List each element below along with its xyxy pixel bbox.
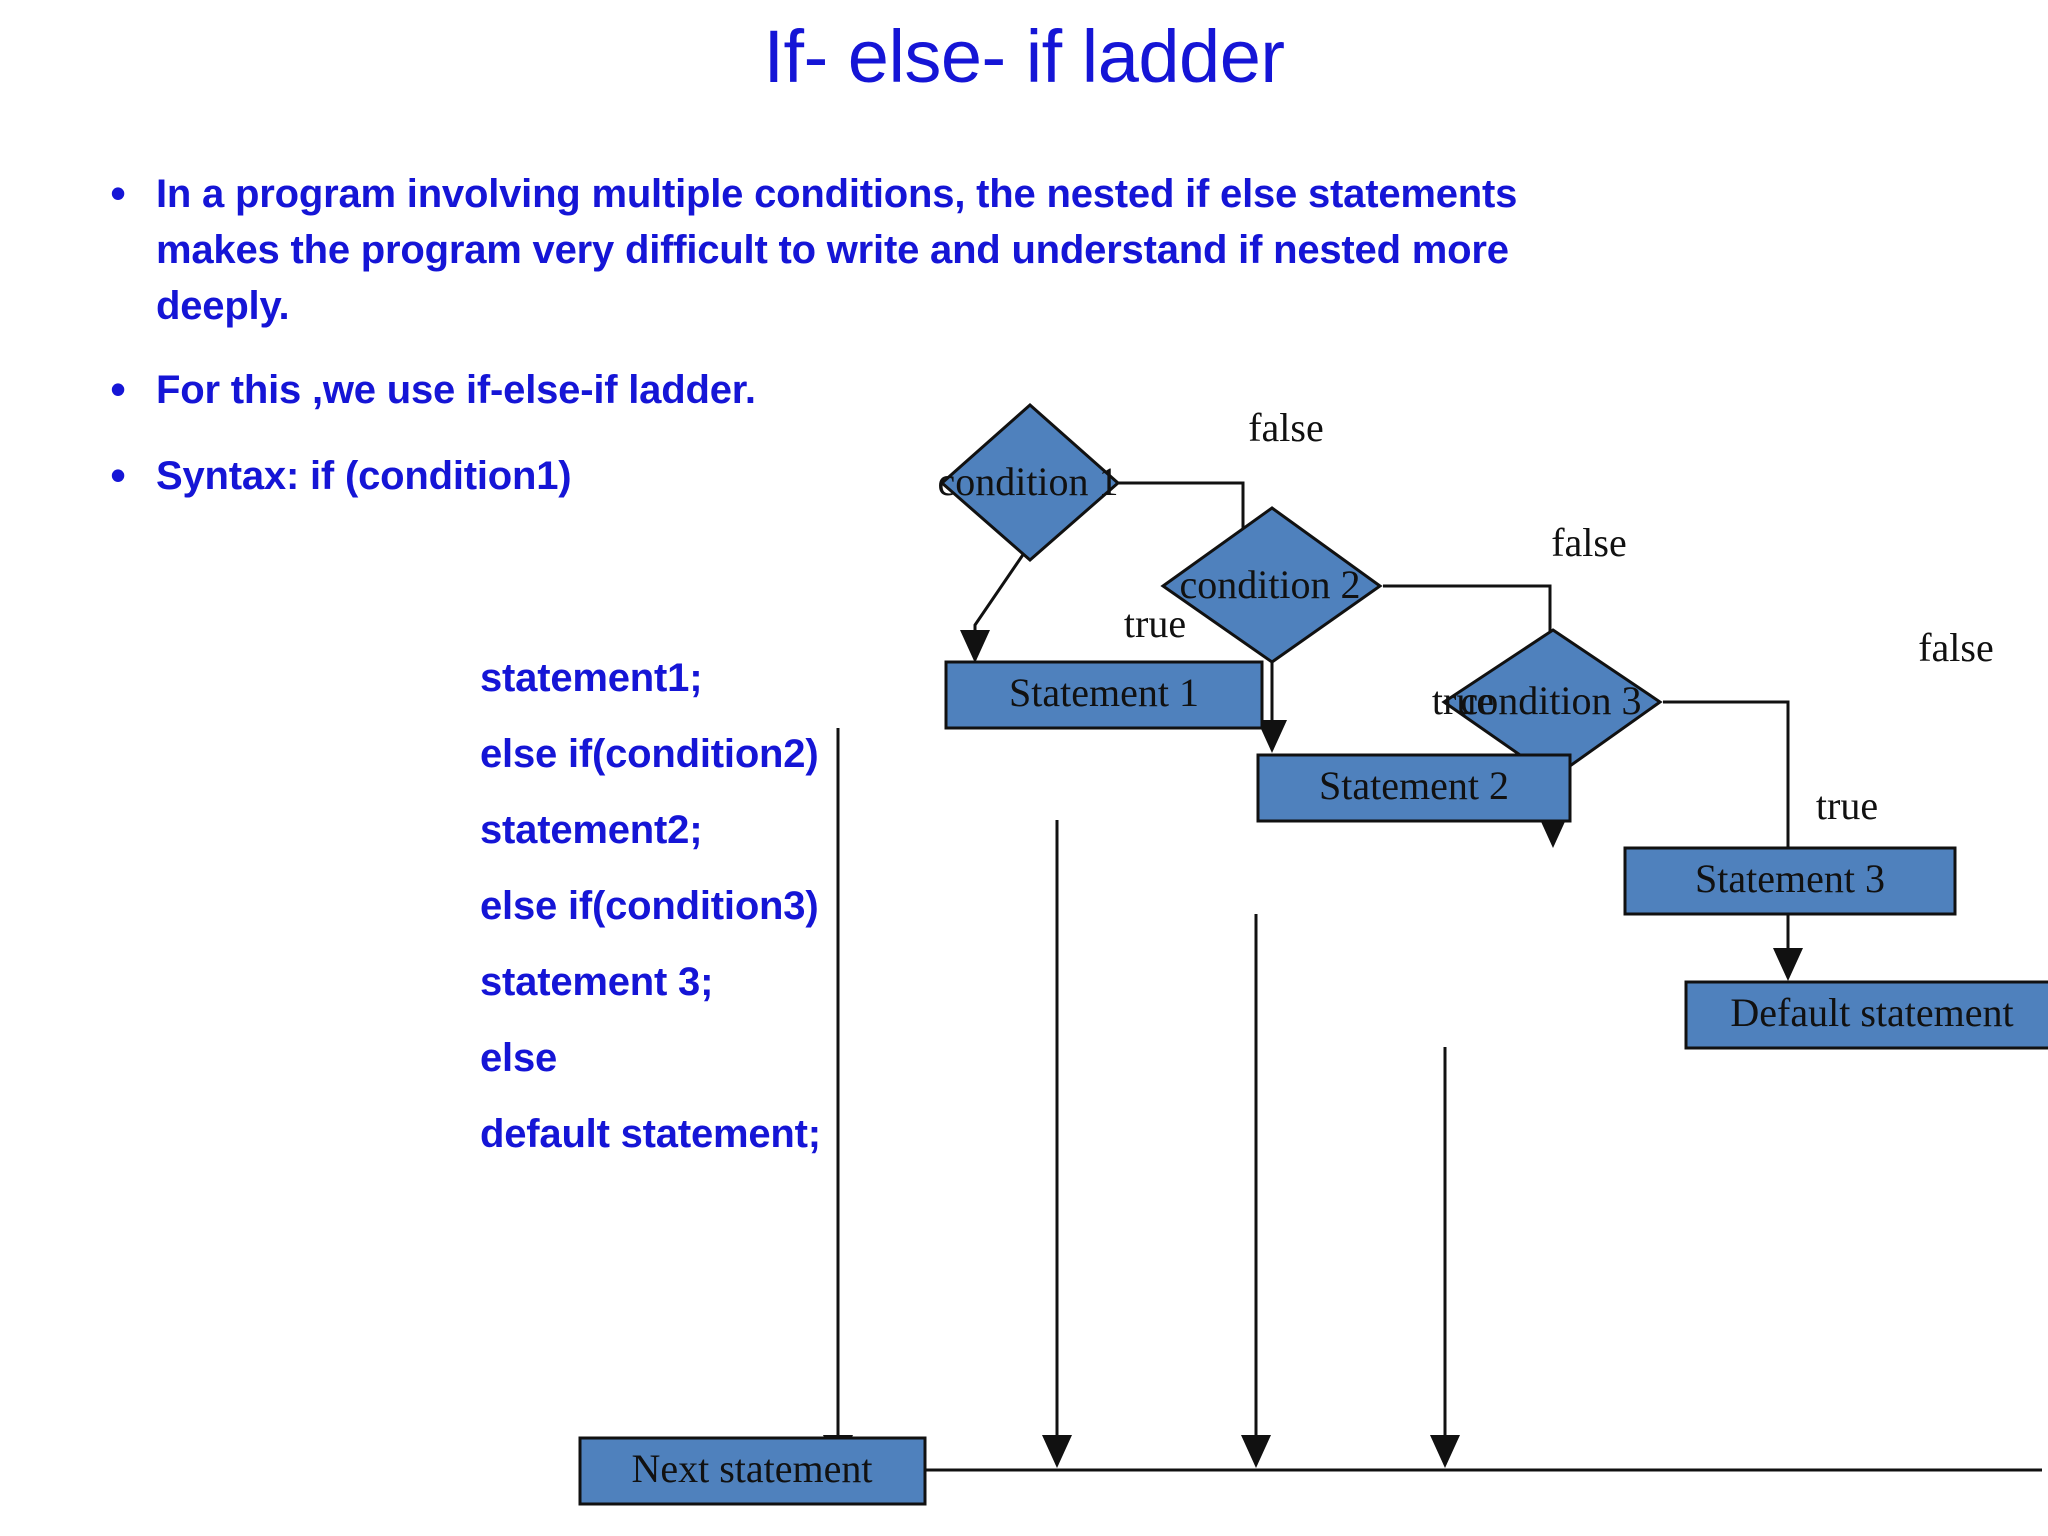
node-statement2-label: Statement 2 — [1319, 763, 1509, 808]
list-item: • For this ,we use if-else-if ladder. — [110, 362, 1530, 418]
bullet-text: Syntax: if (condition1) — [156, 454, 572, 498]
node-condition2-label: condition 2 — [1179, 562, 1360, 607]
node-statement3[interactable] — [1623, 846, 1957, 916]
syntax-line: statement 3; — [480, 960, 714, 1004]
bullet-text: For this ,we use if-else-if ladder. — [156, 368, 756, 412]
bullet-marker-icon: • — [110, 449, 127, 501]
edge-label-false-1: false — [1248, 405, 1324, 450]
node-default-statement-label: Default statement — [1730, 990, 2013, 1035]
node-condition1-label: condition 1 — [937, 459, 1118, 504]
node-next-statement-label: Next statement — [631, 1446, 872, 1491]
syntax-line: else — [480, 1036, 558, 1080]
list-item: • Syntax: if (condition1) — [110, 448, 1530, 504]
bullet-marker-icon: • — [110, 363, 127, 415]
node-statement1-label: Statement 1 — [1009, 670, 1199, 715]
node-statement1[interactable] — [944, 660, 1264, 730]
edge-condition3-false — [1663, 700, 1803, 981]
node-condition1[interactable] — [939, 402, 1121, 562]
page-title: If- else- if ladder — [763, 15, 1285, 98]
syntax-line: else if(condition3) — [480, 884, 819, 928]
syntax-line: else if(condition2) — [480, 732, 819, 776]
bullet-list: • In a program involving multiple condit… — [110, 166, 1530, 522]
edge-label-true-3: true — [1816, 783, 1878, 828]
list-item: • In a program involving multiple condit… — [110, 166, 1530, 334]
edge-condition1-true — [960, 539, 1035, 663]
node-next-statement[interactable] — [578, 1436, 927, 1506]
syntax-block: statement1; else if(condition2) statemen… — [480, 640, 1220, 1172]
edge-label-false-2: false — [1551, 520, 1627, 565]
syntax-line: default statement; — [480, 1112, 821, 1156]
node-statement3-label: Statement 3 — [1695, 856, 1885, 901]
node-condition2[interactable] — [1160, 506, 1383, 664]
bullet-text: In a program involving multiple conditio… — [156, 172, 1518, 328]
syntax-line: statement2; — [480, 808, 703, 852]
node-statement2[interactable] — [1256, 753, 1572, 823]
syntax-line: statement1; — [480, 656, 703, 700]
node-condition3-label: condition 3 — [1460, 678, 1641, 723]
edge-label-true-2: true — [1432, 678, 1494, 723]
bullet-marker-icon: • — [110, 167, 127, 219]
edge-label-false-3: false — [1918, 625, 1994, 670]
node-default-statement[interactable] — [1684, 980, 2048, 1050]
edge-label-true-1: true — [1124, 601, 1186, 646]
